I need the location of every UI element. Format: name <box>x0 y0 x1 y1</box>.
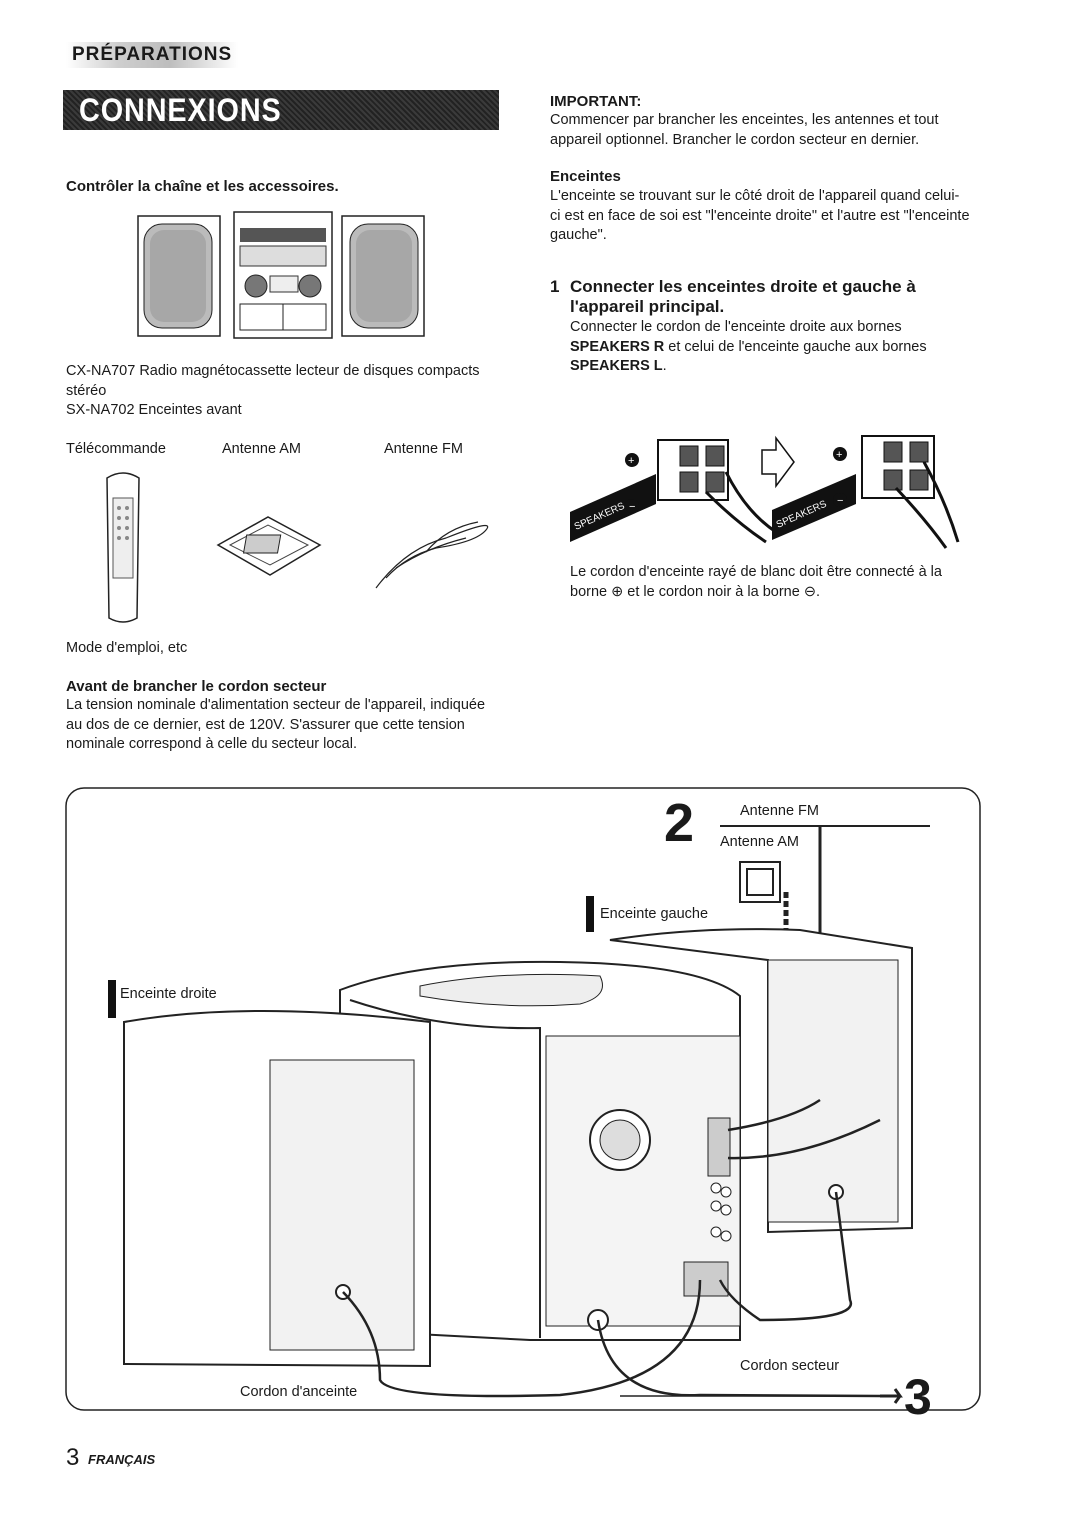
power-heading: Avant de brancher le cordon secteur <box>66 678 327 695</box>
step3-number: 3 <box>904 1369 932 1425</box>
fm-label: Antenne FM <box>740 803 819 819</box>
fm-antenna-label: Antenne FM <box>384 441 463 457</box>
terminal-r-letter: R <box>693 424 701 436</box>
speakers-heading: Enceintes <box>550 168 621 185</box>
cord-line-2: borne ⊕ et le cordon noir à la borne ⊖. <box>570 583 820 600</box>
important-line-2: appareil optionnel. Brancher le cordon s… <box>550 131 920 148</box>
page-title-banner: CONNEXIONS <box>63 90 499 130</box>
remote-label: Télécommande <box>66 441 166 457</box>
speakers-l-label: SPEAKERS L <box>570 358 663 374</box>
step2-number: 2 <box>664 793 695 853</box>
cord-line-1: Le cordon d'enceinte rayé de blanc doit … <box>570 564 942 580</box>
left-speaker-label: Enceinte gauche <box>600 906 709 922</box>
manual-label: Mode d'emploi, etc <box>66 640 188 656</box>
svg-text:−: − <box>837 495 843 507</box>
system-illustration <box>137 211 425 339</box>
model-line-3: SX-NA702 Enceintes avant <box>66 402 242 418</box>
power-cord-label: Cordon secteur <box>740 1358 840 1374</box>
power-line-3: nominale correspond à celle du secteur l… <box>66 736 357 752</box>
speakers-r-label: SPEAKERS R <box>570 338 665 355</box>
fm-antenna-illustration <box>375 521 489 589</box>
svg-text:+: + <box>836 449 842 461</box>
terminal-l-letter-2: L <box>916 405 922 417</box>
diagram-frame <box>65 787 981 1411</box>
am-antenna-illustration <box>216 516 322 576</box>
section-label: PRÉPARATIONS <box>66 42 239 68</box>
page-title: CONNEXIONS <box>79 92 282 128</box>
page-number: 3 <box>66 1444 80 1471</box>
remote-control-illustration <box>106 472 140 623</box>
language-label: FRANÇAIS <box>88 1452 156 1467</box>
step1-number: 1 <box>550 277 560 296</box>
speakers-line-1: L'enceinte se trouvant sur le côté droit… <box>550 188 960 204</box>
model-line-1: CX-NA707 Radio magnétocassette lecteur d… <box>66 363 480 379</box>
speakers-line-3: gauche". <box>550 227 607 243</box>
important-line-1: Commencer par brancher les enceintes, le… <box>550 112 939 128</box>
step1-title-line-2: l'appareil principal. <box>570 297 725 316</box>
important-heading: IMPORTANT: <box>550 93 642 110</box>
am-label: Antenne AM <box>720 834 799 850</box>
step1-line-2: et celui de l'enceinte gauche aux bornes <box>664 338 927 355</box>
model-line-2: stéréo <box>66 382 107 399</box>
svg-text:−: − <box>629 501 635 513</box>
terminal-l-letter: L <box>726 421 732 433</box>
power-line-2: au dos de ce dernier, est de 120V. S'ass… <box>66 716 465 733</box>
right-speaker-label: Enceinte droite <box>120 986 217 1002</box>
speakers-line-2: ci est en face de soi est "l'enceinte dr… <box>550 207 970 224</box>
speaker-cord-label: Cordon d'anceinte <box>240 1384 358 1400</box>
step1-title-line-1: Connecter les enceintes droite et gauche… <box>570 277 916 296</box>
step1-line-1: Connecter le cordon de l'enceinte droite… <box>570 319 902 335</box>
step1-line-3: . <box>662 358 667 374</box>
power-line-1: La tension nominale d'alimentation secte… <box>66 697 486 713</box>
check-heading: Contrôler la chaîne et les accessoires. <box>66 178 339 195</box>
am-antenna-label: Antenne AM <box>222 441 301 457</box>
svg-text:+: + <box>628 455 634 467</box>
terminal-diagram: R L SPEAKERS + − L SPEAKERS + − <box>570 405 960 549</box>
